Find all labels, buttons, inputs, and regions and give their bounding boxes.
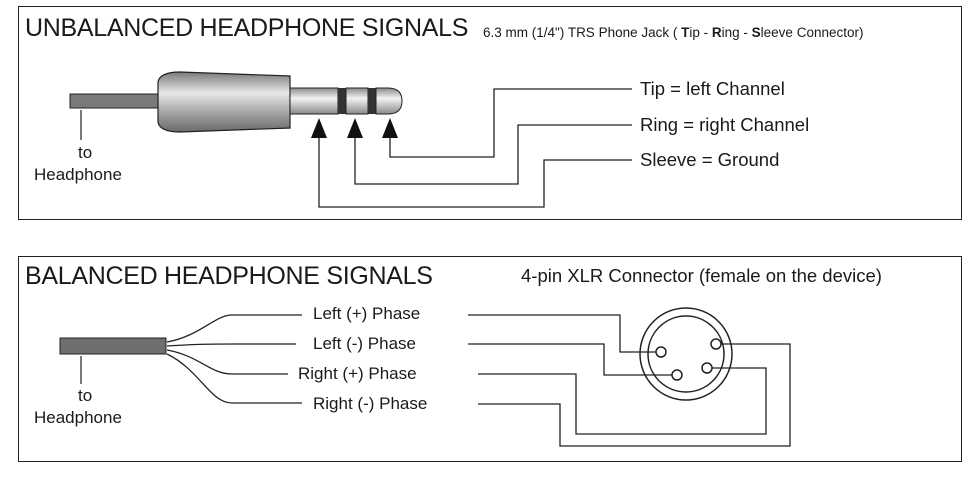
balanced-headphone-label: Headphone xyxy=(34,408,122,427)
unbalanced-headphone-label: Headphone xyxy=(34,165,122,184)
balanced-cable xyxy=(59,337,167,355)
subtitle-s: S xyxy=(751,25,761,40)
trs-arrows xyxy=(311,118,398,138)
subtitle-r-rest: ing - xyxy=(721,25,752,40)
subtitle-r: R xyxy=(711,25,722,40)
left-minus-phase-label: Left (-) Phase xyxy=(313,334,416,353)
xlr-pin-2 xyxy=(671,369,683,381)
xlr-connector-label: 4-pin XLR Connector (female on the devic… xyxy=(521,265,882,286)
xlr-wires xyxy=(468,314,791,447)
left-minus-wire xyxy=(468,343,672,376)
trs-wires xyxy=(318,88,632,208)
fan-right-plus xyxy=(166,349,288,375)
plug-ring xyxy=(345,87,369,115)
fan-left-plus xyxy=(166,314,302,343)
plug-cable xyxy=(69,93,163,109)
left-plus-wire xyxy=(468,314,656,353)
plug-insulator-1 xyxy=(338,88,346,114)
ring-signal-label: Ring = right Channel xyxy=(640,114,810,135)
right-minus-wire xyxy=(478,343,791,447)
unbalanced-title: UNBALANCED HEADPHONE SIGNALS xyxy=(25,14,469,42)
xlr-pin-3 xyxy=(701,362,713,374)
right-minus-phase-label: Right (-) Phase xyxy=(313,394,428,413)
tip-wire xyxy=(389,88,632,158)
ring-arrow-icon xyxy=(347,118,363,138)
balanced-to-label: to xyxy=(78,386,93,405)
fanout-wires xyxy=(166,314,302,404)
fan-left-minus xyxy=(166,343,296,347)
right-plus-phase-label: Right (+) Phase xyxy=(298,364,417,383)
subtitle-prefix: 6.3 mm (1/4") TRS Phone Jack ( xyxy=(483,25,682,40)
left-plus-phase-label: Left (+) Phase xyxy=(313,304,421,323)
unbalanced-to-label: to xyxy=(78,143,93,162)
subtitle-t-rest: ip - xyxy=(689,25,712,40)
tip-arrow-icon xyxy=(382,118,398,138)
subtitle-s-rest: leeve Connector) xyxy=(760,25,864,40)
xlr-connector xyxy=(639,307,733,401)
unbalanced-subtitle: 6.3 mm (1/4") TRS Phone Jack ( Tip - Rin… xyxy=(483,26,863,40)
plug-body xyxy=(157,71,291,133)
sleeve-arrow-icon xyxy=(311,118,327,138)
plug-insulator-2 xyxy=(368,88,376,114)
plug-tip xyxy=(375,87,403,115)
xlr-pin-1 xyxy=(655,346,667,358)
plug-sleeve xyxy=(289,87,339,115)
trs-plug xyxy=(69,71,403,133)
xlr-pin-4 xyxy=(710,338,722,350)
sleeve-wire xyxy=(318,138,632,208)
right-plus-wire xyxy=(478,367,767,435)
fan-right-minus xyxy=(166,353,302,404)
tip-signal-label: Tip = left Channel xyxy=(640,78,785,99)
balanced-title: BALANCED HEADPHONE SIGNALS xyxy=(25,262,433,290)
subtitle-t: T xyxy=(681,25,690,40)
ring-wire xyxy=(354,124,632,185)
sleeve-signal-label: Sleeve = Ground xyxy=(640,149,780,170)
